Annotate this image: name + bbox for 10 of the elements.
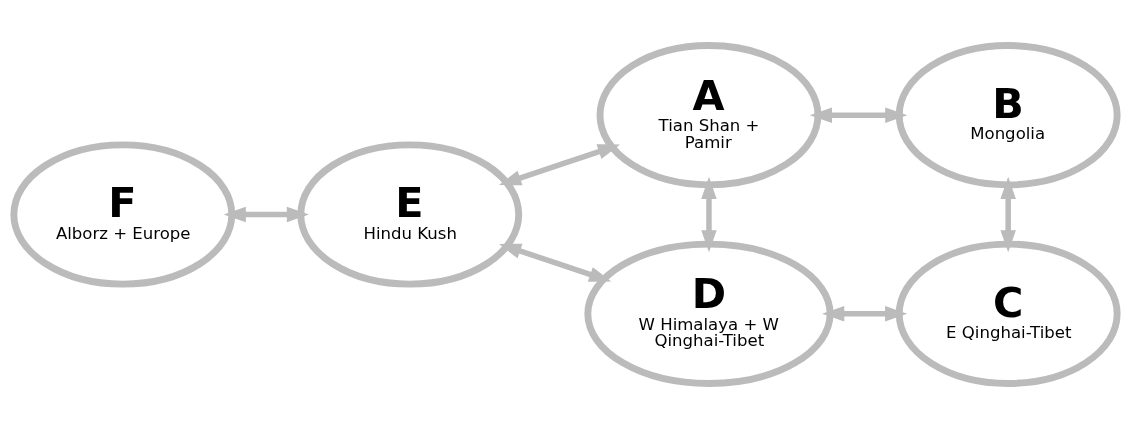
arrow — [1000, 176, 1016, 252]
arrow — [499, 143, 620, 185]
node-ellipse: F Alborz + Europe — [10, 140, 236, 288]
arrow — [809, 106, 908, 123]
arrow — [223, 206, 309, 222]
node-ellipse: B Mongolia — [895, 41, 1121, 188]
arrow — [701, 176, 717, 252]
arrow — [822, 305, 908, 322]
node-ellipse: C E Qinghai-Tibet — [895, 240, 1121, 387]
arrow — [499, 243, 612, 282]
